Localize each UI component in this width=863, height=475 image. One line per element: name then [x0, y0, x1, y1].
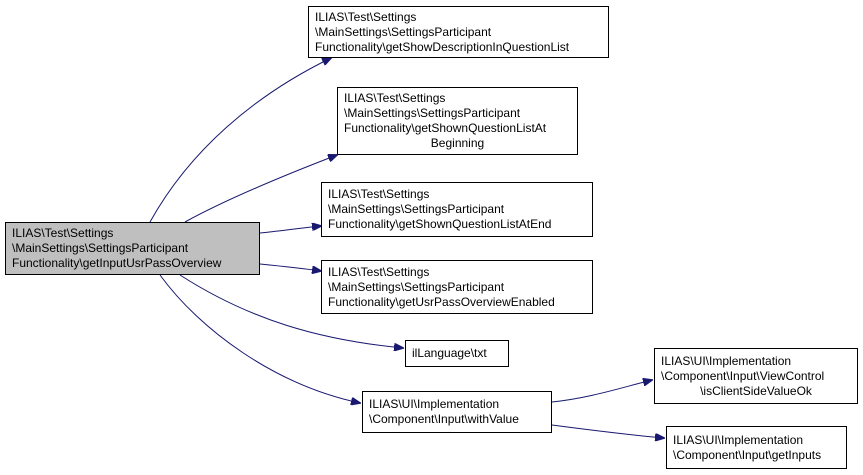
edge-root-to-list-at-end [259, 226, 321, 234]
node-label-line: ILIAS\UI\Implementation [369, 397, 500, 411]
node-il-language-txt[interactable]: ilLanguage\txt [405, 340, 509, 367]
node-label-line: \Component\Input\withValue [369, 412, 519, 426]
edge-with-value-to-is-client-side-value-ok [551, 380, 652, 403]
node-get-shown-question-list-at-beginning[interactable]: ILIAS\Test\Settings \MainSettings\Settin… [337, 87, 578, 155]
node-label-line: ILIAS\Test\Settings [328, 264, 430, 279]
node-label-line: \MainSettings\SettingsParticipant [328, 279, 505, 294]
node-label-line: Functionality\getInputUsrPassOverview [12, 256, 222, 270]
node-label-line: ILIAS\Test\Settings [315, 9, 417, 24]
node-label-line: \MainSettings\SettingsParticipant [344, 106, 521, 120]
node-label-line: \isClientSideValueOk [700, 383, 812, 398]
node-label-line: Functionality\getShownQuestionListAtEnd [328, 217, 552, 231]
edge-root-to-list-at-beginning [184, 155, 337, 223]
node-label-line: Functionality\getShownQuestionListAt [344, 121, 547, 135]
node-label-line: \MainSettings\SettingsParticipant [315, 24, 492, 39]
node-label-line: ILIAS\UI\Implementation [673, 432, 804, 447]
node-label-line: \Component\Input\ViewControl [661, 368, 825, 383]
edge-with-value-to-get-inputs [551, 424, 664, 438]
node-label-line: Functionality\getShowDescriptionInQuesti… [315, 39, 570, 54]
edge-root-to-usr-pass-overview-enabled [259, 263, 321, 271]
node-label-line: Beginning [430, 136, 485, 150]
node-get-show-description-in-question-list[interactable]: ILIAS\Test\Settings \MainSettings\Settin… [308, 6, 609, 58]
node-label-line: ILIAS\Test\Settings [344, 91, 446, 105]
node-label-line: ILIAS\Test\Settings [328, 187, 430, 201]
node-get-input-usr-pass-overview[interactable]: ILIAS\Test\Settings \MainSettings\Settin… [5, 222, 260, 275]
node-is-client-side-value-ok[interactable]: ILIAS\UI\Implementation \Component\Input… [654, 348, 858, 404]
node-label-line: ILIAS\UI\Implementation [661, 353, 792, 368]
node-label-line: ILIAS\Test\Settings [12, 226, 114, 240]
node-get-usr-pass-overview-enabled[interactable]: ILIAS\Test\Settings \MainSettings\Settin… [321, 260, 593, 314]
node-label-line: Functionality\getUsrPassOverviewEnabled [328, 294, 555, 309]
edge-root-to-with-value [159, 274, 360, 403]
node-get-inputs[interactable]: ILIAS\UI\Implementation \Component\Input… [666, 426, 847, 469]
edge-root-to-language-txt [179, 274, 403, 348]
node-label-line: ilLanguage\txt [412, 346, 487, 360]
node-with-value[interactable]: ILIAS\UI\Implementation \Component\Input… [362, 391, 552, 433]
edge-root-to-show-description [149, 58, 331, 223]
node-get-shown-question-list-at-end[interactable]: ILIAS\Test\Settings \MainSettings\Settin… [321, 182, 593, 237]
node-label-line: \MainSettings\SettingsParticipant [12, 241, 189, 255]
node-label-line: \MainSettings\SettingsParticipant [328, 202, 505, 216]
node-label-line: \Component\Input\getInputs [673, 447, 822, 462]
